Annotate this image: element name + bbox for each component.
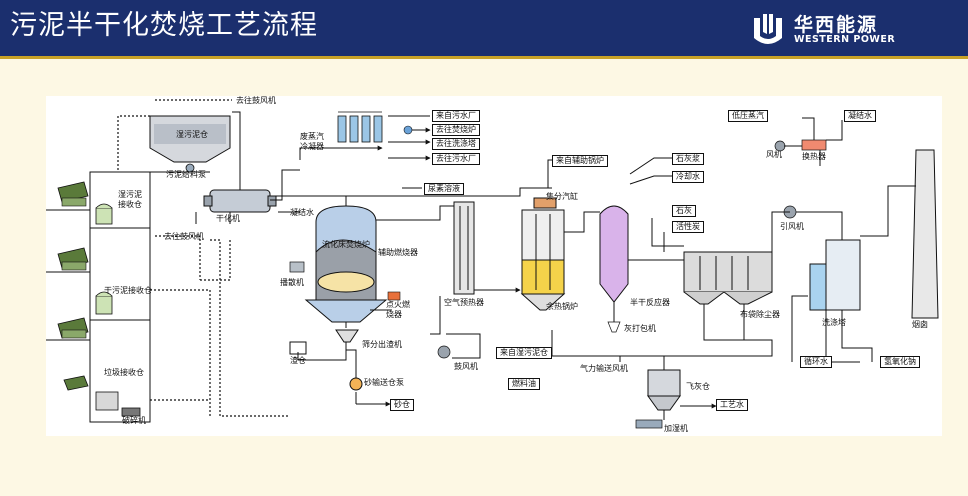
box-urea-solution: 尿素溶液	[424, 183, 464, 195]
incinerator-line	[345, 187, 456, 328]
waste-heat-boiler	[520, 209, 566, 311]
box-from-wwtp: 来自污水厂	[432, 110, 480, 122]
label-blower: 鼓风机	[454, 362, 478, 371]
bag-filter-line	[551, 218, 773, 357]
label-heat-exchanger: 换热器	[802, 152, 826, 161]
ignition-burner-icon	[387, 291, 401, 301]
label-fluidized-bed: 流化床焚烧炉	[322, 240, 370, 249]
label-induced-fan: 引风机	[780, 222, 804, 231]
logo-text-en: WESTERN POWER	[794, 34, 896, 45]
label-dryer: 干化机	[216, 214, 240, 223]
sludge-feed-pump-icon	[185, 163, 195, 173]
box-circulating-water: 循环水	[800, 356, 832, 368]
label-ash-packing: 灰打包机	[624, 324, 656, 333]
label-sludge-feed-pump: 污泥给料泵	[166, 170, 206, 179]
label-ignition-burner: 点火燃烧器	[386, 300, 410, 319]
label-wet-receive-silo: 湿污泥接收仓	[118, 190, 142, 209]
semi-dry-reactor	[599, 205, 629, 303]
label-aux-burner: 辅助燃烧器	[378, 248, 418, 257]
dryer-outlet-line	[232, 111, 552, 213]
label-wet-silo: 湿污泥仓	[176, 130, 208, 139]
truck-icon	[57, 181, 89, 207]
label-crusher: 破碎机	[122, 416, 146, 425]
scrubber-tower	[809, 239, 861, 311]
bag-filter	[683, 251, 773, 305]
truck-icon	[57, 247, 89, 271]
box-lime-slurry: 石灰浆	[672, 153, 704, 165]
label-stack: 烟囱	[912, 320, 928, 329]
box-condensate-right: 凝结水	[844, 110, 876, 122]
box-to-scrubber-top: 去往洗涤塔	[432, 138, 480, 150]
stack	[911, 149, 939, 319]
box-lime: 石灰	[672, 205, 696, 217]
label-slag-silo: 渣仓	[290, 356, 306, 365]
label-waste-vapor-condenser: 废蒸汽冷凝器	[300, 132, 324, 151]
logo-text-cn: 华西能源	[794, 14, 879, 36]
label-fan: 风机	[766, 150, 782, 159]
box-cooling-water: 冷却水	[672, 171, 704, 183]
spreader-icon	[289, 261, 305, 273]
preheater-line	[430, 287, 521, 359]
box-naoh: 氢氧化钠	[880, 356, 920, 368]
label-to-blower-mid: 去往鼓风机	[164, 232, 204, 241]
gold-divider	[0, 56, 968, 59]
wet-sludge-silo	[149, 115, 231, 163]
humidifier-icon	[635, 419, 663, 429]
silo-icon	[95, 203, 119, 411]
box-to-wwtp: 去往污水厂	[432, 153, 480, 165]
fluidized-bed-incinerator	[304, 205, 388, 323]
label-steam-drum: 集分汽缸	[546, 192, 578, 201]
box-fuel-oil: 燃料油	[508, 378, 540, 390]
box-sand-silo: 砂仓	[390, 399, 414, 411]
condenser-line	[299, 115, 431, 161]
truck-icon	[63, 375, 89, 391]
air-line	[117, 99, 290, 417]
label-scrubber: 洗涤塔	[822, 318, 846, 327]
box-activated-carbon: 活性炭	[672, 221, 704, 233]
truck-icon	[57, 317, 89, 339]
label-humidifier: 加湿机	[664, 424, 688, 433]
label-garbage-receive: 垃圾接收仓	[104, 368, 144, 377]
label-air-preheater: 空气预热器	[444, 298, 484, 307]
heat-exchanger-icon	[801, 139, 827, 151]
label-pneumatic-blower: 气力输送风机	[580, 364, 628, 373]
page-title: 污泥半干化焚烧工艺流程	[10, 10, 318, 41]
crusher-icon	[121, 407, 141, 417]
box-to-incinerator: 去往焚烧炉	[432, 124, 480, 136]
label-sand-pump: 砂输送仓泵	[364, 378, 404, 387]
box-process-water: 工艺水	[716, 399, 748, 411]
dryer-unit	[195, 189, 277, 224]
label-fly-ash-silo: 飞灰仓	[686, 382, 710, 391]
air-preheater	[453, 201, 475, 295]
box-from-aux-boiler: 来自辅助锅炉	[552, 155, 608, 167]
condenser-pump-icon	[403, 125, 413, 135]
label-waste-heat-boiler: 余热锅炉	[546, 302, 578, 311]
company-logo: 华西能源 WESTERN POWER	[750, 8, 960, 50]
label-to-blower-top: 去往鼓风机	[236, 96, 276, 105]
fly-ash-silo	[647, 369, 681, 411]
label-condensate-left: 凝结水	[290, 208, 314, 217]
blower-icon	[437, 345, 451, 359]
header-bar: 污泥半干化焚烧工艺流程 华西能源 WESTERN POWER	[0, 0, 968, 56]
box-low-pressure-steam: 低压蒸汽	[728, 110, 768, 122]
steam-drum	[533, 197, 557, 209]
fly-ash-line	[619, 356, 717, 420]
box-from-wet-silo: 来自湿污泥仓	[496, 347, 552, 359]
waste-vapor-condenser	[337, 111, 383, 143]
label-semi-dry-reactor: 半干反应器	[630, 298, 670, 307]
label-bag-filter: 布袋除尘器	[740, 310, 780, 319]
boiler-line	[547, 157, 672, 233]
label-spreader: 播散机	[280, 278, 304, 287]
ash-packing-icon	[607, 321, 621, 333]
label-screen-slag: 筛分出渣机	[362, 340, 402, 349]
slag-line	[297, 342, 391, 407]
screen-slag-unit	[289, 329, 363, 404]
logo-emblem-icon	[754, 14, 782, 44]
label-semi-dry-receive: 干污泥接收仓	[104, 286, 152, 295]
